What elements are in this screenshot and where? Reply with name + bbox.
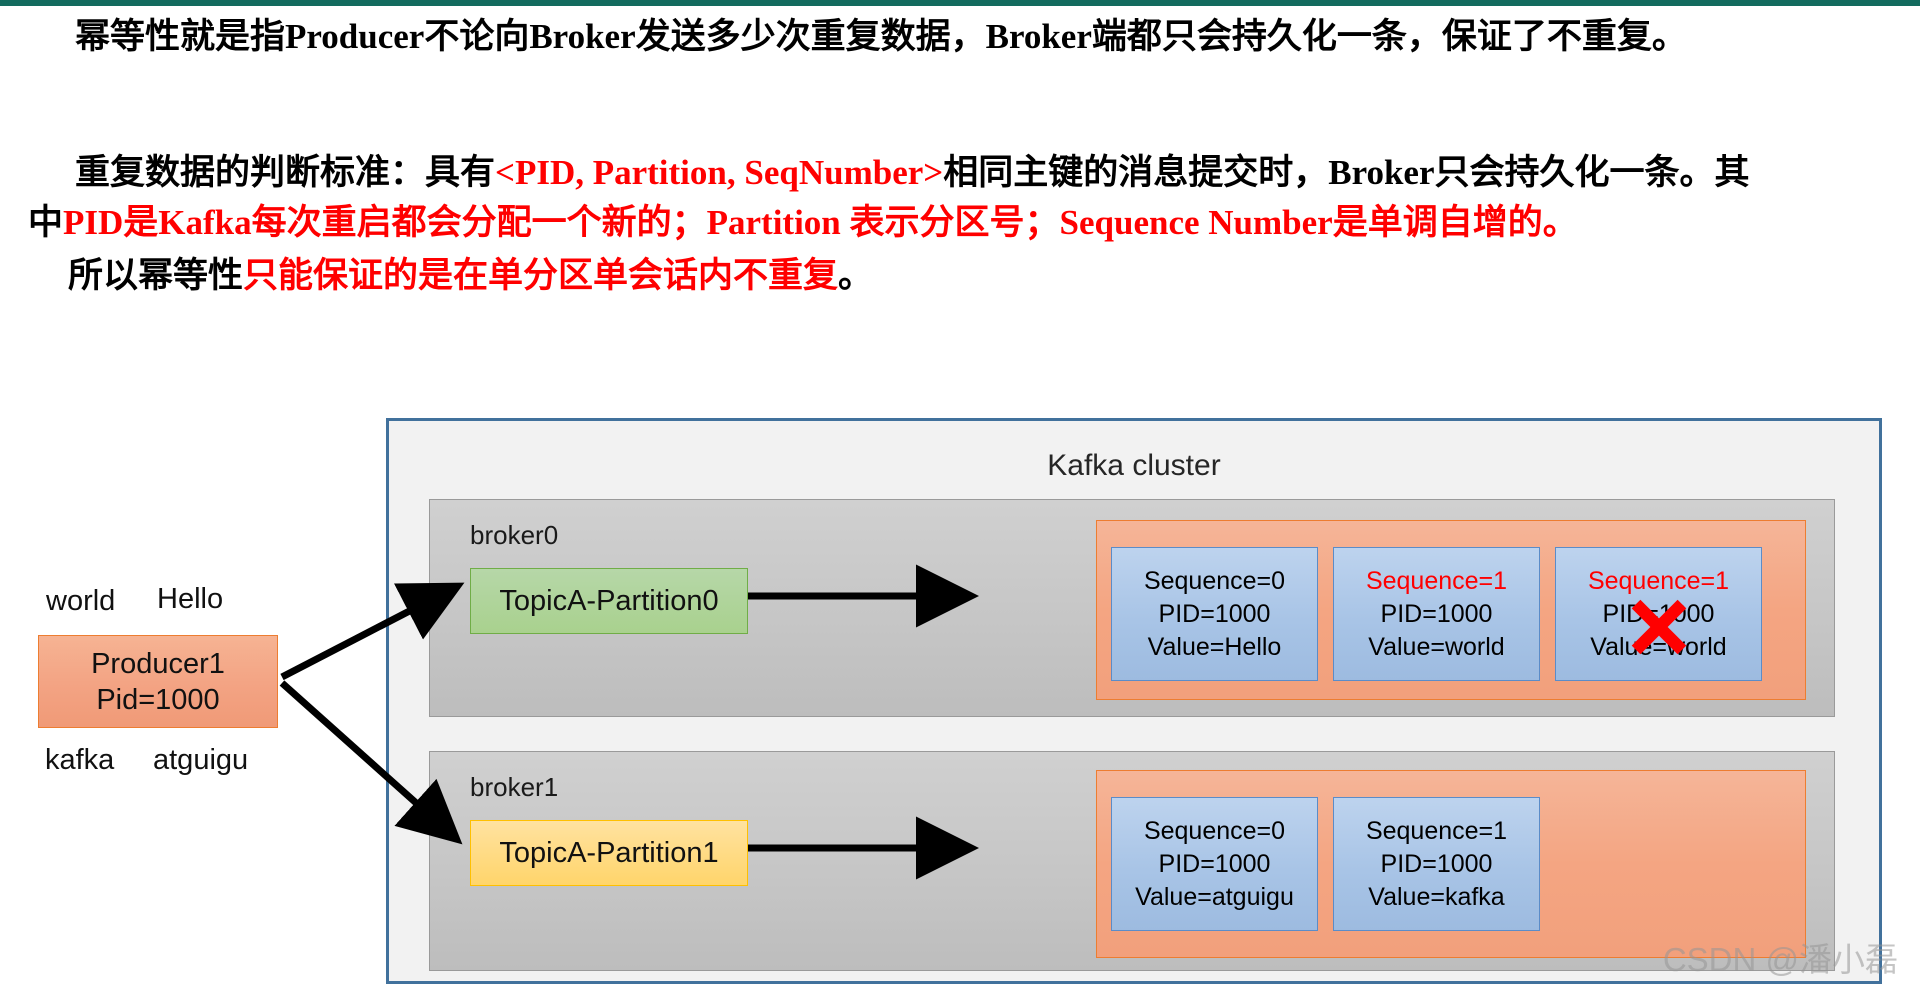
message-record: Sequence=0 PID=1000 Value=atguigu: [1111, 797, 1318, 931]
message-pid: PID=1000: [1380, 849, 1493, 878]
paragraph-2-line2-detail: PID是Kafka每次重启都会分配一个新的；Partition 表示分区号；Se…: [63, 203, 1578, 242]
message-sequence: Sequence=1: [1365, 816, 1508, 845]
kafka-cluster-diagram: Kafka cluster broker0 TopicA-Partition0 …: [386, 418, 1882, 984]
producer-name: Producer1: [91, 647, 225, 680]
broker-container-0: broker0 TopicA-Partition0 Sequence=0 PID…: [429, 499, 1835, 717]
message-value: Value=kafka: [1368, 882, 1505, 911]
partition-node-1: TopicA-Partition1: [470, 820, 748, 886]
message-pid: PID=1000: [1158, 599, 1271, 628]
paragraph-1: 幂等性就是指Producer不论向Broker发送多少次重复数据，Broker端…: [75, 14, 1687, 60]
paragraph-1-text: 幂等性就是指Producer不论向Broker发送多少次重复数据，Broker端…: [75, 17, 1687, 56]
producer-label-hello: Hello: [157, 583, 224, 615]
message-record: Sequence=1 PID=1000 Value=kafka: [1333, 797, 1540, 931]
message-sequence: Sequence=0: [1143, 816, 1286, 845]
message-value: Value=world: [1368, 632, 1505, 661]
paragraph-2-line2-prefix: 中: [28, 203, 64, 242]
top-divider-rule: [0, 0, 1920, 6]
message-value: Value=world: [1590, 632, 1727, 661]
csdn-watermark: CSDN @潘小磊: [1662, 941, 1898, 978]
message-value: Value=Hello: [1147, 632, 1282, 661]
partition-label-0: TopicA-Partition0: [499, 584, 719, 617]
message-record: Sequence=1 PID=1000 Value=world: [1333, 547, 1540, 681]
partition-log-0: Sequence=0 PID=1000 Value=Hello Sequence…: [1096, 520, 1806, 700]
message-record: Sequence=0 PID=1000 Value=Hello: [1111, 547, 1318, 681]
producer-node: Producer1 Pid=1000: [38, 635, 278, 728]
partition-node-0: TopicA-Partition0: [470, 568, 748, 634]
paragraph-3-suffix: 。: [838, 256, 874, 295]
producer-label-atguigu: atguigu: [153, 744, 249, 776]
broker-label-1: broker1: [470, 772, 559, 802]
message-sequence: Sequence=0: [1143, 566, 1286, 595]
message-pid: PID=1000: [1158, 849, 1271, 878]
producer-label-world: world: [46, 585, 116, 617]
message-pid: PID=1000: [1380, 599, 1493, 628]
paragraph-3-prefix: 所以幂等性: [68, 256, 244, 295]
paragraph-3: 所以幂等性只能保证的是在单分区单会话内不重复。: [68, 251, 873, 301]
broker-label-0: broker0: [470, 520, 559, 550]
paragraph-2-line1-prefix: 重复数据的判断标准：具有: [75, 153, 496, 192]
broker-container-1: broker1 TopicA-Partition1 Sequence=0 PID…: [429, 751, 1835, 971]
partition-label-1: TopicA-Partition1: [499, 836, 719, 869]
partition-log-1: Sequence=0 PID=1000 Value=atguigu Sequen…: [1096, 770, 1806, 958]
message-value: Value=atguigu: [1135, 882, 1294, 911]
message-sequence: Sequence=1: [1587, 566, 1730, 595]
message-sequence: Sequence=1: [1365, 566, 1508, 595]
producer-label-kafka: kafka: [45, 744, 115, 776]
producer-pid: Pid=1000: [96, 683, 220, 716]
paragraph-3-highlight: 只能保证的是在单分区单会话内不重复: [243, 256, 839, 295]
message-pid: PID=1000: [1602, 599, 1715, 628]
cluster-title: Kafka cluster: [1047, 449, 1221, 482]
paragraph-2-line1-suffix: 相同主键的消息提交时，Broker只会持久化一条。其: [943, 153, 1750, 192]
paragraph-2-line-1: 重复数据的判断标准：具有<PID, Partition, SeqNumber>相…: [75, 148, 1750, 198]
paragraph-2-line1-key: <PID, Partition, SeqNumber>: [495, 153, 944, 192]
paragraph-2-line-2: 中PID是Kafka每次重启都会分配一个新的；Partition 表示分区号；S…: [28, 198, 1578, 248]
message-record-rejected: Sequence=1 PID=1000 Value=world: [1555, 547, 1762, 681]
